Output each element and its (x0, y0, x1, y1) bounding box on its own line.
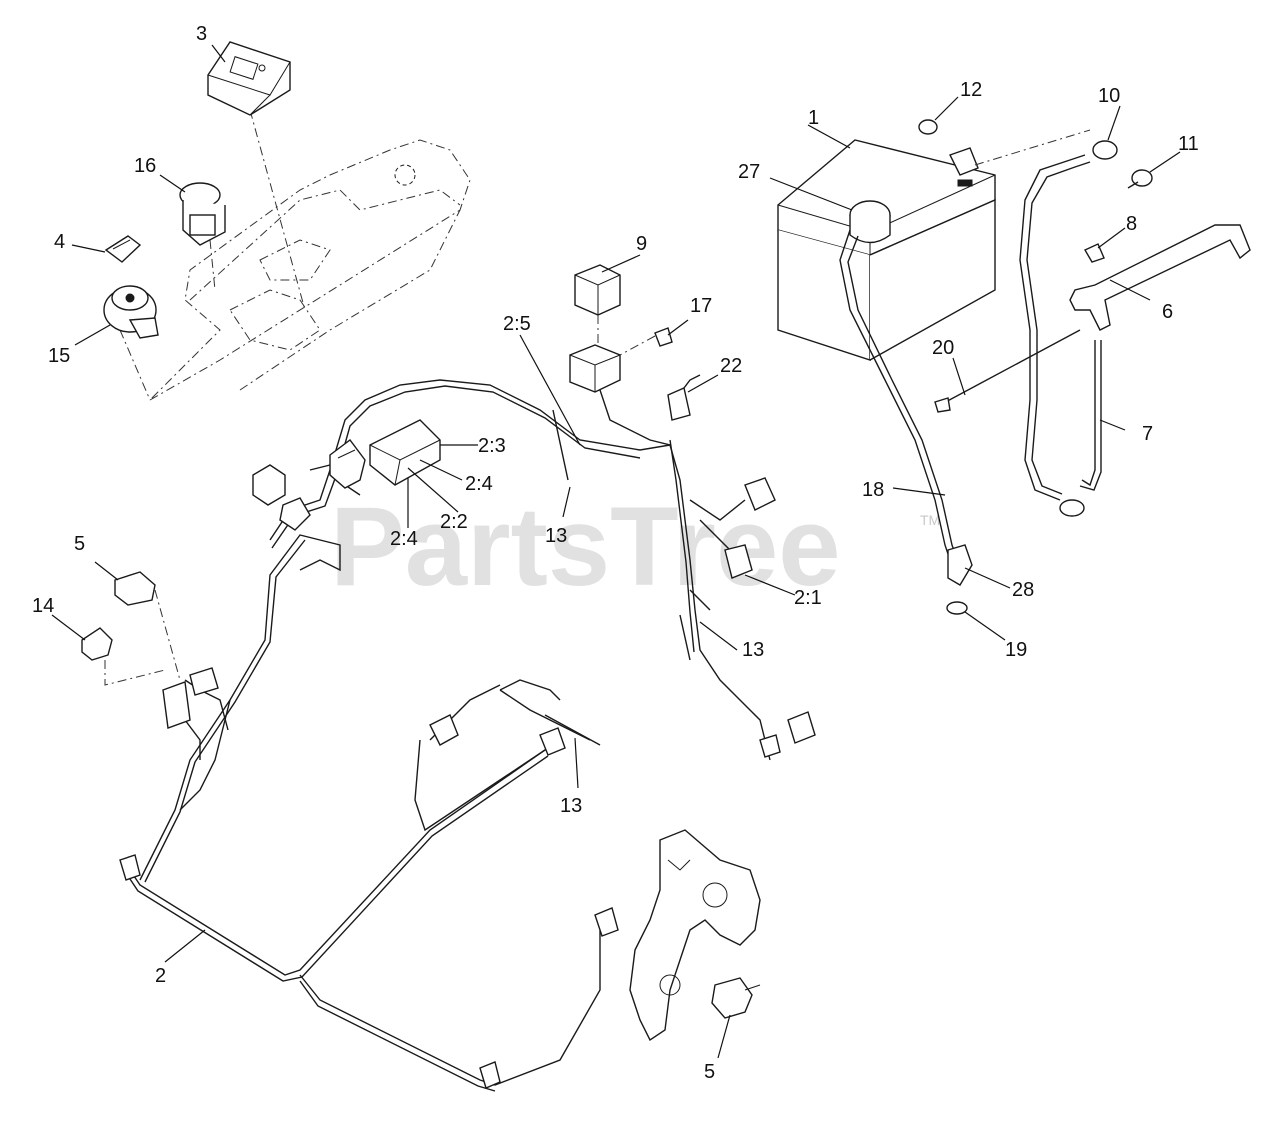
callout-15: 15 (48, 345, 70, 367)
callout-7: 7 (1142, 423, 1153, 445)
pedal-bracket (629, 829, 761, 1042)
rod-20 (934, 329, 1081, 413)
callout-2-5: 2:5 (503, 313, 531, 335)
callout-14: 14 (32, 595, 54, 617)
callout-28: 28 (1012, 579, 1034, 601)
callout-20: 20 (932, 337, 954, 359)
bolt-11 (1127, 169, 1153, 189)
harness-connector-2-1 (724, 477, 776, 579)
ignition-switch-15 (103, 285, 159, 339)
relay-socket (569, 344, 621, 393)
callout-2-4-right: 2:4 (465, 473, 493, 495)
leader-dash-15 (119, 329, 151, 401)
callout-13-right: 13 (742, 639, 764, 661)
leader-dash-16 (209, 239, 216, 291)
callout-2: 2 (155, 965, 166, 987)
callout-3: 3 (196, 23, 207, 45)
callout-1: 1 (808, 107, 819, 129)
harness-connector-right-low (759, 711, 816, 758)
callout-labels: 3 16 4 15 5 14 1 27 12 10 11 8 6 7 20 18… (32, 23, 1199, 1083)
nut-8 (1084, 243, 1105, 263)
cable-tie-13b (679, 614, 691, 661)
control-panel-frame (149, 139, 471, 401)
harness-connector-lower (119, 854, 619, 1089)
callout-13-upper: 13 (545, 525, 567, 547)
switch-16 (179, 182, 226, 246)
harness-connector-block-2-3 (369, 419, 441, 486)
cable-18 (839, 229, 963, 576)
callout-5-lower: 5 (704, 1061, 715, 1083)
battery-1 (777, 139, 996, 361)
harness-connector-mid (429, 714, 566, 756)
key-4 (104, 235, 142, 263)
clip-22 (667, 387, 691, 421)
leader-dash-3 (249, 109, 306, 311)
callout-2-4-left: 2:4 (390, 528, 418, 550)
hour-meter-module (207, 41, 291, 116)
callout-16: 16 (134, 155, 156, 177)
callout-5-upper: 5 (74, 533, 85, 555)
connector-lower-left (162, 667, 219, 729)
harness-connector-left (252, 464, 311, 531)
cable-tie-13c (544, 714, 601, 746)
callout-12: 12 (960, 79, 982, 101)
callout-2-1: 2:1 (794, 587, 822, 609)
boot-28 (947, 544, 973, 586)
screw-17 (619, 327, 673, 356)
switch-14 (81, 627, 166, 686)
leader-dash-terminal (974, 129, 1091, 166)
j-bolt-7 (1079, 340, 1102, 491)
switch-5-lower (711, 977, 761, 1019)
relay-9 (574, 264, 621, 316)
watermark-trademark: TM (920, 512, 940, 528)
cable-10 (1019, 140, 1118, 517)
washer-19 (946, 601, 968, 615)
callout-4: 4 (54, 231, 65, 253)
callout-6: 6 (1162, 301, 1173, 323)
terminal-cover-27 (849, 200, 891, 244)
callout-leaders (51, 44, 1181, 1059)
callout-11: 11 (1178, 133, 1199, 155)
switch-5-upper (114, 571, 181, 681)
callout-2-3: 2:3 (478, 435, 506, 457)
callout-27: 27 (738, 161, 760, 183)
callout-22: 22 (720, 355, 742, 377)
callout-8: 8 (1126, 213, 1137, 235)
nut-12 (918, 119, 938, 135)
callout-17: 17 (690, 295, 712, 317)
callout-2-2: 2:2 (440, 511, 468, 533)
wire-harness-2 (127, 374, 771, 1092)
cable-tie-13a (552, 409, 569, 481)
callout-18: 18 (862, 479, 884, 501)
callout-10: 10 (1098, 85, 1120, 107)
battery-terminal (949, 147, 979, 187)
callout-13-lower: 13 (560, 795, 582, 817)
callout-9: 9 (636, 233, 647, 255)
bracket-6 (1069, 224, 1251, 331)
callout-19: 19 (1005, 639, 1027, 661)
harness-connector-2-4 (329, 439, 366, 489)
